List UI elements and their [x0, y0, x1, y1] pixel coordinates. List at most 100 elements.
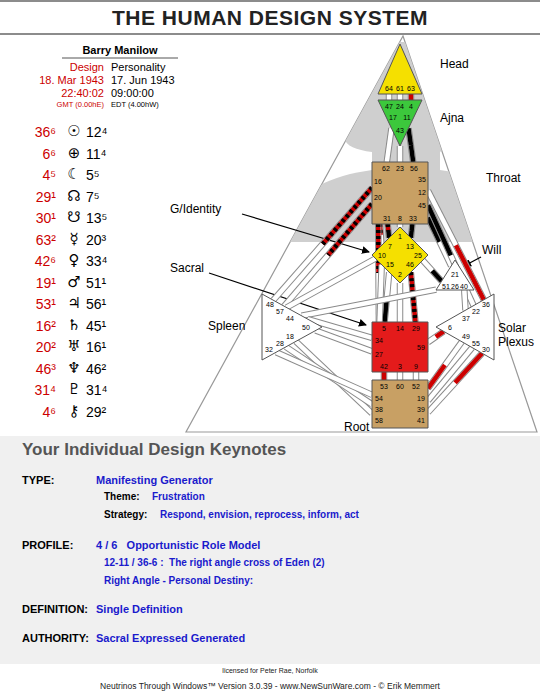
gate-number: 15 — [386, 261, 394, 268]
channel-stroke — [414, 372, 419, 380]
design-heading: 22:40:02 — [61, 87, 104, 100]
personality-activation: 7⁵ — [86, 189, 100, 205]
keynote-key: DEFINITION: — [22, 603, 88, 616]
personality-heading: Personality — [111, 61, 165, 74]
channel — [464, 290, 465, 310]
channel-stroke — [328, 204, 372, 255]
energy-center: 48574450182832 — [262, 294, 322, 360]
planet-symbol: ☋ — [67, 209, 80, 226]
planet-symbol: ♀ — [69, 252, 80, 269]
channel-stroke — [411, 145, 413, 162]
design-heading: 18. Mar 1943 — [39, 74, 104, 87]
channel-stroke — [302, 290, 437, 316]
channel — [273, 188, 372, 300]
gate-number: 45 — [418, 202, 426, 209]
gate-number: 25 — [414, 252, 422, 259]
gate-number: 19 — [417, 395, 425, 402]
section-heading: Your Individual Design Keynotes — [22, 440, 286, 460]
channel-stroke — [376, 224, 381, 322]
channel-stroke — [455, 353, 482, 383]
personality-activation: 5⁵ — [86, 167, 100, 183]
channel-stroke — [464, 290, 465, 310]
gate-number: 28 — [276, 340, 284, 347]
center-outline — [436, 260, 474, 290]
channel — [387, 128, 392, 162]
gate-number: 10 — [378, 252, 386, 259]
channel-stroke — [375, 224, 382, 322]
channel-stroke — [409, 128, 414, 162]
channel-stroke — [428, 191, 484, 300]
energy-center: 622356162035124531833 — [372, 162, 428, 224]
energy-center: 21512640 — [436, 260, 474, 290]
design-activation: 6⁶ — [42, 146, 56, 162]
channel-stroke — [398, 94, 403, 100]
gate-number: 55 — [472, 340, 480, 347]
gate-number: 56 — [410, 165, 418, 172]
gate-number: 8 — [398, 215, 402, 222]
channel — [428, 353, 482, 412]
channel-stroke — [388, 224, 390, 238]
gate-number: 9 — [414, 363, 418, 370]
personality-activation: 46² — [86, 361, 106, 377]
gate-number: 60 — [396, 383, 404, 390]
keynote-panel — [0, 436, 540, 664]
channel-stroke — [409, 224, 414, 231]
channel — [276, 352, 372, 395]
gate-number: 13 — [406, 243, 414, 250]
header-rule — [0, 0, 540, 2]
gate-number: 22 — [472, 308, 480, 315]
gate-number: 58 — [375, 417, 383, 424]
keynote-value: 4 / 6 Opportunistic Role Model — [96, 539, 260, 552]
planet-symbol: ♄ — [67, 317, 80, 334]
design-activation: 31⁴ — [34, 382, 56, 398]
channel-stroke — [428, 205, 451, 255]
keynote-subkey: Theme: — [104, 491, 140, 503]
gate-number: 1 — [398, 233, 402, 240]
personality-heading: 09:00:00 — [111, 87, 154, 100]
gate-number: 63 — [407, 85, 415, 92]
planet-symbol: ♃ — [67, 295, 80, 312]
channel-stroke — [398, 283, 403, 322]
channel-stroke — [428, 331, 444, 342]
license-note: licensed for Peter Rae, Norfolk — [222, 667, 317, 675]
channel-stroke — [387, 94, 392, 100]
gate-number: 11 — [403, 114, 410, 121]
center-outline — [262, 294, 322, 360]
center-outline — [378, 44, 422, 94]
gate-number: 6 — [448, 324, 452, 331]
gate-number: 61 — [396, 85, 404, 92]
channel-stroke — [397, 283, 404, 322]
timezone-note: EDT (4.00hW) — [111, 101, 159, 110]
gate-number: 43 — [396, 127, 404, 134]
planet-symbol: ♂ — [67, 274, 80, 291]
personality-activation: 45¹ — [86, 318, 106, 334]
channel-stroke — [423, 260, 442, 281]
gate-number: 5 — [382, 325, 386, 332]
gate-number: 26 — [451, 283, 459, 290]
channel-stroke — [385, 224, 390, 231]
design-activation: 42⁶ — [35, 253, 56, 269]
gate-number: 47 — [385, 103, 393, 110]
personality-activation: 20³ — [86, 232, 106, 248]
keynote-value: Single Definition — [96, 603, 183, 616]
center-outline — [372, 162, 428, 224]
channel — [428, 331, 444, 342]
channel-stroke — [411, 224, 413, 238]
design-activation: 20² — [36, 339, 56, 355]
channel-stroke — [386, 94, 393, 100]
gate-number: 40 — [460, 283, 468, 290]
channel-stroke — [382, 376, 387, 380]
channel — [316, 331, 372, 352]
gate-number: 14 — [396, 325, 404, 332]
chart-title: THE HUMAN DESIGN SYSTEM — [0, 6, 540, 29]
channel-stroke — [423, 260, 442, 281]
channel-stroke — [382, 372, 387, 380]
gate-number: 36 — [482, 301, 490, 308]
channel-stroke — [436, 331, 444, 336]
gate-number: 51 — [442, 283, 450, 290]
channel-stroke — [432, 271, 441, 281]
planet-symbol: ☿ — [69, 231, 78, 248]
gate-number: 62 — [382, 165, 390, 172]
channel — [287, 259, 376, 308]
planet-symbol: ☾ — [67, 166, 80, 183]
